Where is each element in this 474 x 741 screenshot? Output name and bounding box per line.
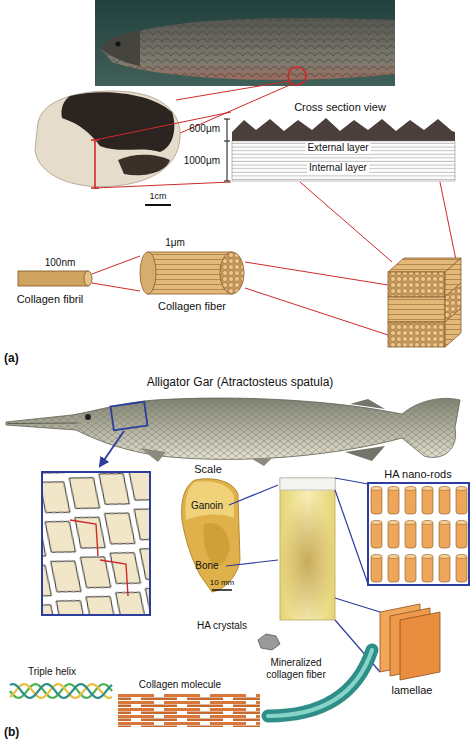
- title-label: Alligator Gar (Atractosteus spatula): [147, 376, 334, 390]
- part-label: lamellae: [392, 684, 433, 697]
- dimension-label: 100nm: [45, 257, 76, 269]
- zoom-line: [245, 288, 388, 335]
- zoom-line: [335, 478, 368, 484]
- gar-fin: [350, 399, 385, 409]
- fish-eye: [85, 414, 91, 420]
- helix-strand: [10, 684, 112, 698]
- part-label: Bone: [195, 560, 218, 572]
- ganoin-region: [185, 481, 234, 520]
- section-mark: [94, 140, 96, 188]
- gar-fin: [140, 448, 166, 462]
- panel-letter: (b): [4, 726, 19, 740]
- plywood-layer: [388, 297, 445, 322]
- helix-strand: [10, 684, 112, 698]
- leader-line: [226, 560, 278, 566]
- plywood-layer: [388, 272, 445, 297]
- scale-array: [42, 472, 150, 615]
- pigment-patch: [118, 155, 170, 176]
- ganoin-cap: [280, 478, 335, 490]
- section-title: Cross section view: [294, 101, 386, 114]
- part-label: Collagen molecule: [139, 679, 221, 691]
- zoom-line: [92, 283, 140, 291]
- fibril-end: [84, 271, 92, 286]
- arapaima-head: [100, 31, 140, 66]
- bone-region: [203, 523, 230, 566]
- scale-outline-red: [70, 520, 98, 556]
- collagen-molecules: [118, 693, 260, 727]
- gar-scales: [6, 398, 460, 459]
- fiber-bundle-end: [140, 252, 156, 294]
- fiber-bundle: [148, 252, 232, 294]
- part-label: Collagen fiber: [158, 300, 226, 313]
- bone-core: [280, 490, 335, 620]
- dimension-line: [227, 119, 228, 181]
- dimension-label: 1000μm: [184, 155, 220, 167]
- scale-bar-label: 1cm: [149, 191, 166, 201]
- scale-bar-label: 10 mm: [210, 578, 234, 587]
- scale-bar: [212, 589, 232, 591]
- arapaima-scales: [100, 18, 395, 80]
- part-label: Ganoin: [191, 500, 223, 512]
- fiber-bundle-end: [220, 252, 244, 294]
- gar-body: [6, 398, 460, 459]
- dimension-tick: [224, 141, 230, 142]
- internal-layer: [232, 141, 455, 181]
- collagen-fibril: [18, 271, 88, 286]
- scale-column: [280, 478, 335, 620]
- gar-fin: [252, 458, 272, 466]
- fish-photo: [95, 0, 395, 86]
- part-label: Collagen fibril: [17, 293, 84, 306]
- scale-photo: [35, 91, 180, 187]
- dimension-tick: [224, 119, 230, 120]
- panel-letter: (a): [4, 352, 19, 366]
- scale-outline-red: [100, 560, 128, 596]
- layer-label: Internal layer: [307, 162, 369, 174]
- dimension-label: 1μm: [165, 237, 185, 249]
- dimension-tick: [224, 181, 230, 182]
- scale-bar: [145, 204, 171, 206]
- zoom-line: [245, 262, 388, 285]
- plywood-side: [445, 308, 461, 347]
- lamella-plate: [400, 612, 440, 680]
- part-label: Scale: [194, 463, 222, 476]
- gar-fin: [345, 446, 385, 461]
- layer-label: External layer: [305, 142, 370, 154]
- external-layer: [232, 118, 455, 141]
- zoom-arrow: [100, 431, 124, 466]
- dimension-label: 600μm: [189, 123, 220, 135]
- nano-rod-box: [368, 483, 469, 585]
- sample-circle: [288, 67, 306, 85]
- pigment-patch: [61, 92, 174, 152]
- scale-photo: [182, 479, 240, 592]
- fish-eye: [116, 42, 121, 47]
- zoom-line: [176, 81, 289, 100]
- leader-line: [229, 485, 278, 505]
- part-label: HA crystals: [197, 620, 247, 632]
- helix-strand: [10, 684, 112, 698]
- arapaima-body: [100, 18, 395, 80]
- zoom-line: [95, 182, 231, 188]
- zoom-line: [92, 256, 140, 274]
- gar-mouth: [8, 423, 78, 425]
- part-label: Triple helix: [28, 666, 76, 678]
- triple-helix: [10, 684, 112, 698]
- zoom-line: [300, 182, 392, 262]
- part-label: HA nano-rods: [384, 468, 451, 481]
- ha-crystal: [258, 634, 280, 650]
- zoom-line: [95, 112, 231, 140]
- plywood-layer: [388, 322, 445, 347]
- part-label: Mineralized collagen fiber: [251, 657, 341, 680]
- zoom-line: [335, 490, 368, 584]
- zoom-line: [335, 598, 380, 612]
- sample-box: [110, 402, 147, 430]
- zoom-line: [440, 182, 456, 260]
